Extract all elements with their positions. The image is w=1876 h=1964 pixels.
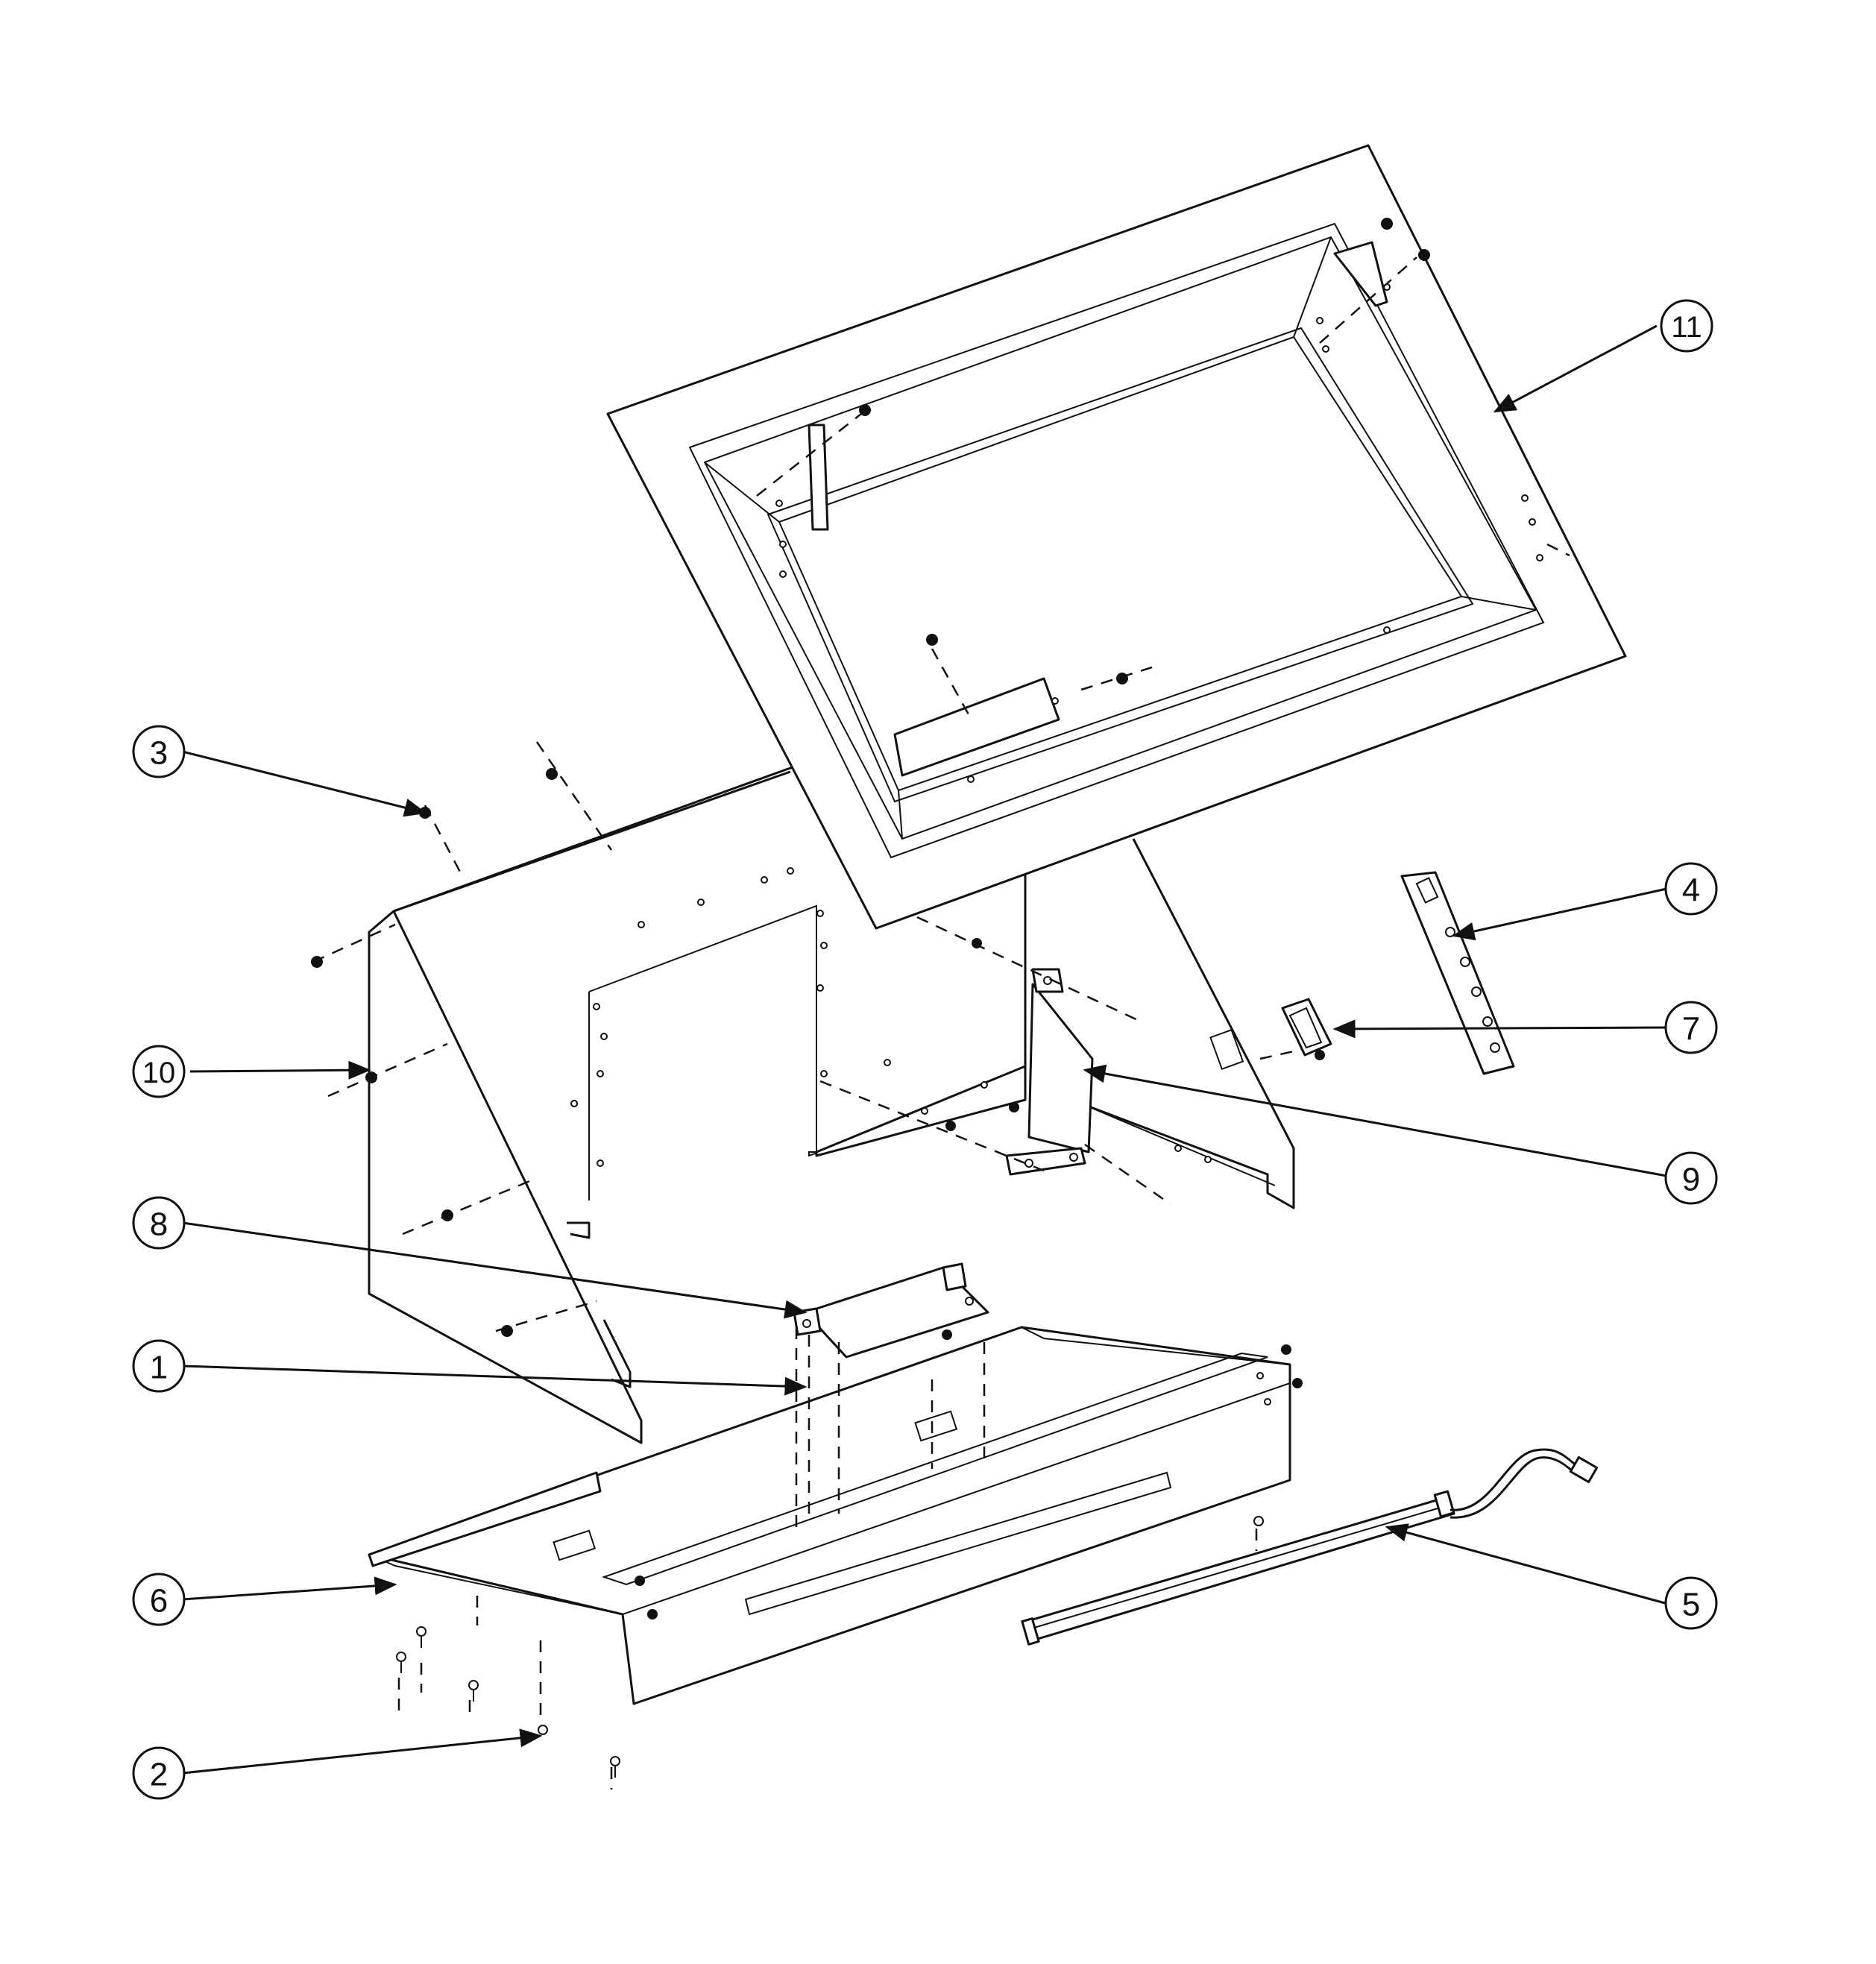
callout-bubble-2: 2 [132, 1746, 186, 1800]
callout-bubble-6: 6 [132, 1573, 186, 1626]
screw-set [396, 1516, 1264, 1778]
callout-leaders [182, 324, 1667, 1775]
callout-bubble-3: 3 [132, 725, 186, 778]
light-bar-plug [1569, 1455, 1599, 1484]
top-bezel-frame-part [606, 144, 1627, 930]
alignment-lines [397, 1327, 1258, 1790]
callout-label-2: 2 [150, 1757, 168, 1793]
callout-label-10: 10 [142, 1057, 176, 1089]
callout-label-9: 9 [1682, 1162, 1700, 1198]
enclosure-housing-part [368, 767, 1295, 1444]
callout-bubble-1: 1 [132, 1339, 186, 1393]
small-clip-part [1281, 998, 1332, 1060]
callout-label-4: 4 [1682, 872, 1700, 909]
callout-bubble-7: 7 [1664, 1001, 1718, 1054]
callout-bubble-11: 11 [1660, 299, 1713, 353]
callout-label-3: 3 [150, 735, 168, 772]
callout-bubble-8: 8 [132, 1196, 186, 1250]
mounting-plate-part [793, 1262, 989, 1359]
callout-bubble-4: 4 [1664, 862, 1718, 916]
callout-label-5: 5 [1682, 1587, 1700, 1623]
bezel-inner-edge [688, 222, 1545, 859]
support-bracket-part [819, 916, 1171, 1206]
callout-label-7: 7 [1682, 1011, 1700, 1048]
support-bracket-body [1027, 983, 1094, 1153]
light-bar-part [1021, 1448, 1599, 1646]
housing-right-side-panel [1080, 838, 1295, 1209]
callout-label-6: 6 [150, 1583, 168, 1620]
callout-bubble-10: 10 [132, 1045, 186, 1098]
callout-label-11: 11 [1671, 311, 1702, 344]
mounting-plate-body [804, 1266, 989, 1359]
light-bar-cord [1450, 1448, 1581, 1511]
bezel-bottom-tab [893, 677, 1060, 777]
bezel-opening-edge [767, 327, 1474, 803]
base-tray-part [368, 1326, 1303, 1705]
vertical-bracket-part [1400, 871, 1515, 1075]
housing-mounting-holes [570, 867, 1212, 1167]
housing-fastener-lines [311, 741, 1328, 1337]
callout-bubble-5: 5 [1664, 1576, 1718, 1630]
callout-bubble-9: 9 [1664, 1151, 1718, 1205]
callout-label-8: 8 [150, 1206, 168, 1243]
bezel-bracket-right [1333, 241, 1388, 307]
housing-left-side-panel [368, 910, 643, 1444]
callout-label-1: 1 [150, 1350, 168, 1386]
base-tray-slot [744, 1471, 1172, 1616]
bezel-outer-frame [606, 144, 1627, 930]
bezel-bracket-left [808, 424, 829, 531]
